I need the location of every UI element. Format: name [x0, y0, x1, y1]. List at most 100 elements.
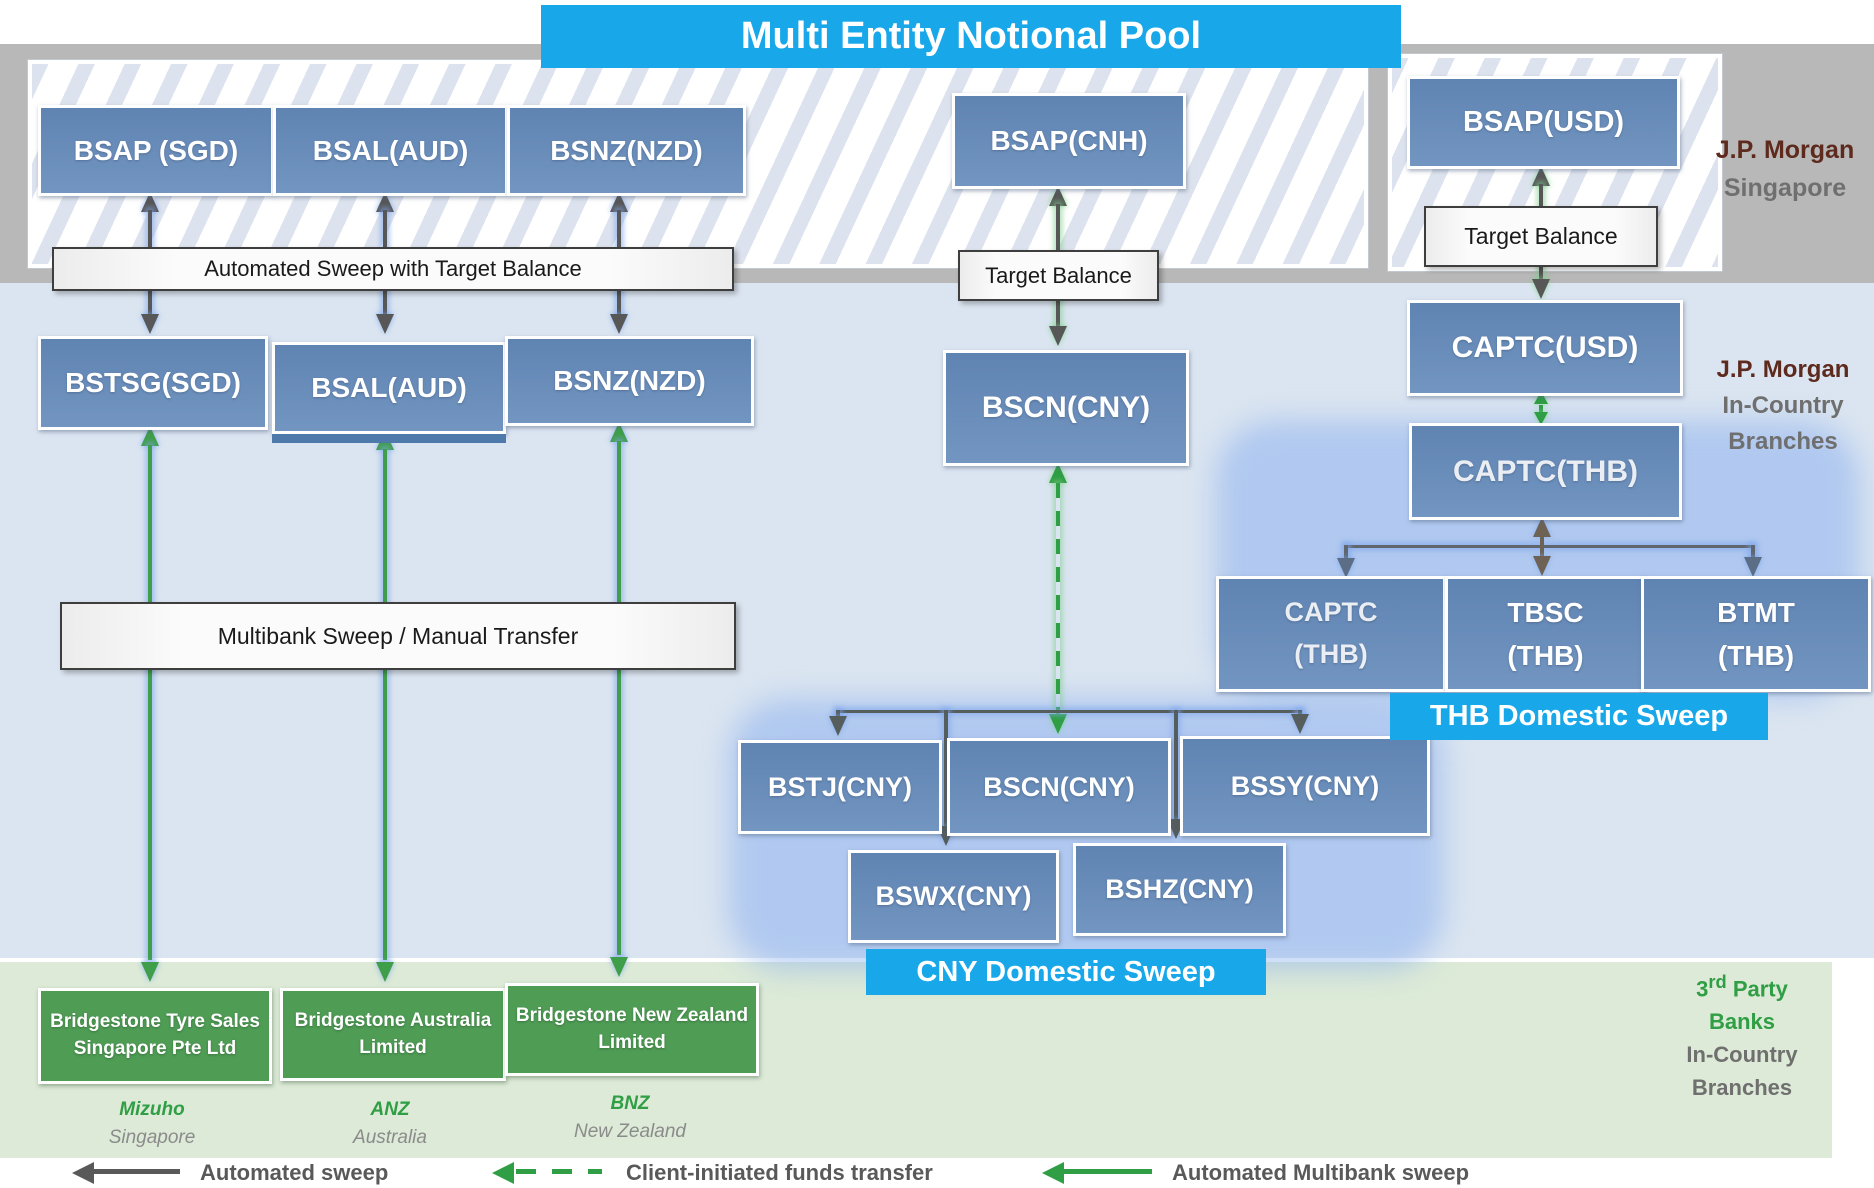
sweep-down-arrowhead — [141, 314, 159, 334]
entity-label: BSAP(CNH) — [990, 125, 1148, 156]
third-party-line: Banks — [1708, 1009, 1776, 1035]
cny-branch-arrowhead — [1291, 714, 1309, 734]
client-transfer-down-arrowhead — [1049, 714, 1067, 734]
sweep-up-arrowhead — [610, 192, 628, 212]
thb-domestic-sweep-label: THB Domestic Sweep — [1390, 693, 1768, 740]
cny-branch-arrowhead — [829, 716, 847, 736]
client-transfer-up-arrowhead — [1049, 463, 1067, 483]
legend-gray-line — [92, 1169, 180, 1174]
entity-label: BSNZ(NZD) — [553, 365, 706, 396]
entity-label-line1: Bridgestone Tyre Sales — [50, 1011, 260, 1033]
bsal-underline-bar — [272, 434, 506, 443]
thb-branch-arrowhead — [1744, 557, 1762, 577]
sweep-up-line — [617, 210, 621, 247]
bank-name: Mizuho — [119, 1099, 185, 1120]
jpm-line: Branches — [1728, 428, 1838, 455]
bank-country: Singapore — [108, 1126, 196, 1148]
target-balance-down-arrowhead — [1049, 326, 1067, 346]
bank-country: New Zealand — [574, 1120, 686, 1142]
entity-label: BSNZ(NZD) — [550, 134, 703, 166]
sweep-up-line — [148, 210, 152, 247]
entity-label: BSSY(CNY) — [1230, 770, 1380, 801]
entity-box-bscn-cny: BSCN(CNY) — [943, 350, 1189, 466]
multibank-line — [617, 441, 621, 955]
entity-box-bsap-cnh: BSAP(CNH) — [952, 93, 1186, 189]
multibank-up-arrowhead — [141, 426, 159, 446]
legend-dashed-line — [516, 1169, 602, 1174]
sweep-down-line — [383, 287, 387, 316]
cny-connector-stub — [944, 710, 948, 826]
entity-box-bshz-cny: BSHZ(CNY) — [1073, 843, 1286, 936]
entity-label-line1: TBSC — [1507, 596, 1584, 628]
multibank-down-arrowhead — [141, 962, 159, 982]
multibank-line — [383, 449, 387, 960]
thb-double-down-arrowhead — [1533, 556, 1551, 576]
entity-label-line2: Singapore Pte Ltd — [73, 1038, 237, 1059]
bank-name: ANZ — [370, 1099, 410, 1120]
bank-label-mizuho: Mizuho Singapore — [62, 1096, 242, 1151]
client-transfer-dashed-line — [1056, 483, 1060, 714]
third-party-line: In-Country — [1686, 1042, 1798, 1068]
entity-box-bstsg-sgd: BSTSG(SGD) — [38, 336, 268, 430]
cny-connector-stub — [1298, 710, 1302, 716]
sweep-up-arrowhead — [376, 192, 394, 212]
third-party-line: Branches — [1691, 1075, 1793, 1101]
entity-box-bridgestone-singapore: Bridgestone Tyre Sales Singapore Pte Ltd — [38, 988, 272, 1084]
entity-box-bstj-cny: BSTJ(CNY) — [738, 740, 942, 834]
third-party-annotation: 3rd Party Banks In-Country Branches — [1652, 968, 1832, 1104]
thb-double-up-arrowhead — [1533, 517, 1551, 537]
client-transfer-dash — [1539, 405, 1543, 412]
thb-connector-hline — [1346, 545, 1753, 548]
multibank-down-arrowhead — [376, 962, 394, 982]
entity-label: BSCN(CNY) — [983, 771, 1135, 802]
entity-box-bscn-cny-branch: BSCN(CNY) — [947, 738, 1171, 836]
legend-dashed-arrowhead — [492, 1162, 514, 1184]
entity-label-line2: Limited — [598, 1031, 666, 1053]
sweep-down-arrowhead — [376, 314, 394, 334]
sweep-down-line — [148, 287, 152, 316]
cny-connector-hline — [838, 710, 1302, 713]
cny-domestic-sweep-label: CNY Domestic Sweep — [866, 949, 1266, 995]
label-text: Multibank Sweep / Manual Transfer — [217, 622, 579, 649]
entity-label: BSTJ(CNY) — [767, 771, 912, 802]
title-banner: Multi Entity Notional Pool — [541, 5, 1401, 68]
thb-double-line — [1540, 534, 1544, 558]
entity-box-bsap-sgd: BSAP (SGD) — [38, 105, 274, 196]
entity-box-bridgestone-australia: Bridgestone Australia Limited — [280, 988, 506, 1081]
target-balance-line — [1056, 204, 1060, 250]
legend-label-automated-sweep: Automated sweep — [200, 1160, 389, 1185]
entity-label-line2: (THB) — [1294, 639, 1368, 669]
entity-label-line1: CAPTC — [1284, 597, 1378, 628]
entity-label-line1: Bridgestone Australia — [294, 1009, 492, 1031]
automated-sweep-label: Automated Sweep with Target Balance — [52, 247, 734, 291]
sweep-up-line — [383, 210, 387, 247]
bank-label-bnz: BNZ New Zealand — [535, 1090, 725, 1145]
entity-box-tbsc-thb: TBSC (THB) — [1445, 576, 1646, 692]
thb-connector-stub — [1751, 545, 1755, 560]
entity-label: BSAP (SGD) — [73, 134, 239, 166]
target-balance-line — [1539, 263, 1543, 279]
sweep-down-line — [617, 287, 621, 316]
label-text: Target Balance — [985, 262, 1132, 288]
entity-box-captc-thb-branch: CAPTC (THB) — [1216, 576, 1446, 692]
client-transfer-down-arrowhead — [1534, 412, 1548, 425]
target-balance-line — [1056, 297, 1060, 326]
thb-branch-arrowhead — [1337, 558, 1355, 578]
entity-label: BSTSG(SGD) — [65, 367, 241, 398]
cny-connector-stub — [836, 710, 840, 718]
entity-label: BSCN(CNY) — [981, 391, 1151, 424]
jpm-line: J.P. Morgan — [1715, 136, 1855, 164]
target-balance-usd-label: Target Balance — [1424, 206, 1658, 267]
bank-country: Australia — [353, 1126, 427, 1148]
entity-box-bsnz-nzd-mid: BSNZ(NZD) — [505, 336, 754, 426]
multibank-down-arrowhead — [610, 957, 628, 977]
target-balance-up-arrowhead — [1532, 166, 1550, 186]
target-balance-cnh-label: Target Balance — [958, 250, 1159, 301]
entity-box-btmt-thb: BTMT (THB) — [1641, 576, 1871, 692]
multibank-sweep-label: Multibank Sweep / Manual Transfer — [60, 602, 736, 670]
target-balance-down-arrowhead — [1532, 279, 1550, 299]
entity-label: CAPTC(USD) — [1451, 331, 1639, 364]
entity-label: BSAP(USD) — [1462, 106, 1625, 138]
target-balance-line — [1539, 184, 1543, 206]
entity-label-line2: (THB) — [1717, 640, 1795, 671]
